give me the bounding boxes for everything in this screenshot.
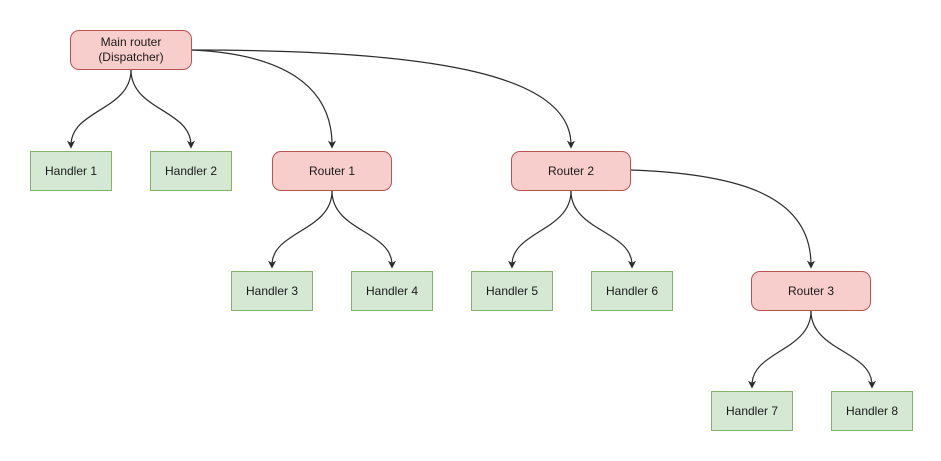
edge-main-router-to-handler-1 <box>66 69 132 149</box>
node-label-handler-3: Handler 3 <box>245 283 299 298</box>
edge-router-1-to-handler-3 <box>267 190 333 269</box>
node-label-handler-6: Handler 6 <box>605 283 659 298</box>
node-label-handler-7: Handler 7 <box>725 403 779 418</box>
node-label-handler-2: Handler 2 <box>164 163 218 178</box>
node-label-router-1: Router 1 <box>308 163 356 178</box>
edge-router-2-to-router-3 <box>630 169 816 269</box>
edge-router-2-to-handler-5 <box>507 190 572 269</box>
node-label-handler-1: Handler 1 <box>44 163 98 178</box>
node-handler-7[interactable]: Handler 7 <box>711 391 793 431</box>
edge-main-router-to-router-2 <box>191 49 576 149</box>
node-router-3[interactable]: Router 3 <box>751 271 871 311</box>
node-main-router[interactable]: Main router (Dispatcher) <box>70 30 192 70</box>
node-label-router-3: Router 3 <box>787 283 835 298</box>
node-label-main-router: Main router (Dispatcher) <box>98 35 164 64</box>
node-handler-8[interactable]: Handler 8 <box>831 391 913 431</box>
node-handler-1[interactable]: Handler 1 <box>30 151 112 191</box>
node-handler-2[interactable]: Handler 2 <box>150 151 232 191</box>
node-handler-3[interactable]: Handler 3 <box>231 271 313 311</box>
edges-group <box>66 49 877 389</box>
edge-main-router-to-router-1 <box>191 49 337 149</box>
node-handler-6[interactable]: Handler 6 <box>591 271 673 311</box>
edge-router-1-to-handler-4 <box>331 190 397 269</box>
edge-router-2-to-handler-6 <box>570 190 637 269</box>
edge-main-router-to-handler-2 <box>130 69 196 149</box>
node-label-router-2: Router 2 <box>547 163 595 178</box>
node-label-handler-5: Handler 5 <box>485 283 539 298</box>
node-router-1[interactable]: Router 1 <box>272 151 392 191</box>
node-handler-4[interactable]: Handler 4 <box>351 271 433 311</box>
edge-router-3-to-handler-8 <box>810 310 877 389</box>
node-label-handler-8: Handler 8 <box>845 403 899 418</box>
edge-router-3-to-handler-7 <box>747 310 812 389</box>
node-router-2[interactable]: Router 2 <box>511 151 631 191</box>
node-handler-5[interactable]: Handler 5 <box>471 271 553 311</box>
node-label-handler-4: Handler 4 <box>365 283 419 298</box>
